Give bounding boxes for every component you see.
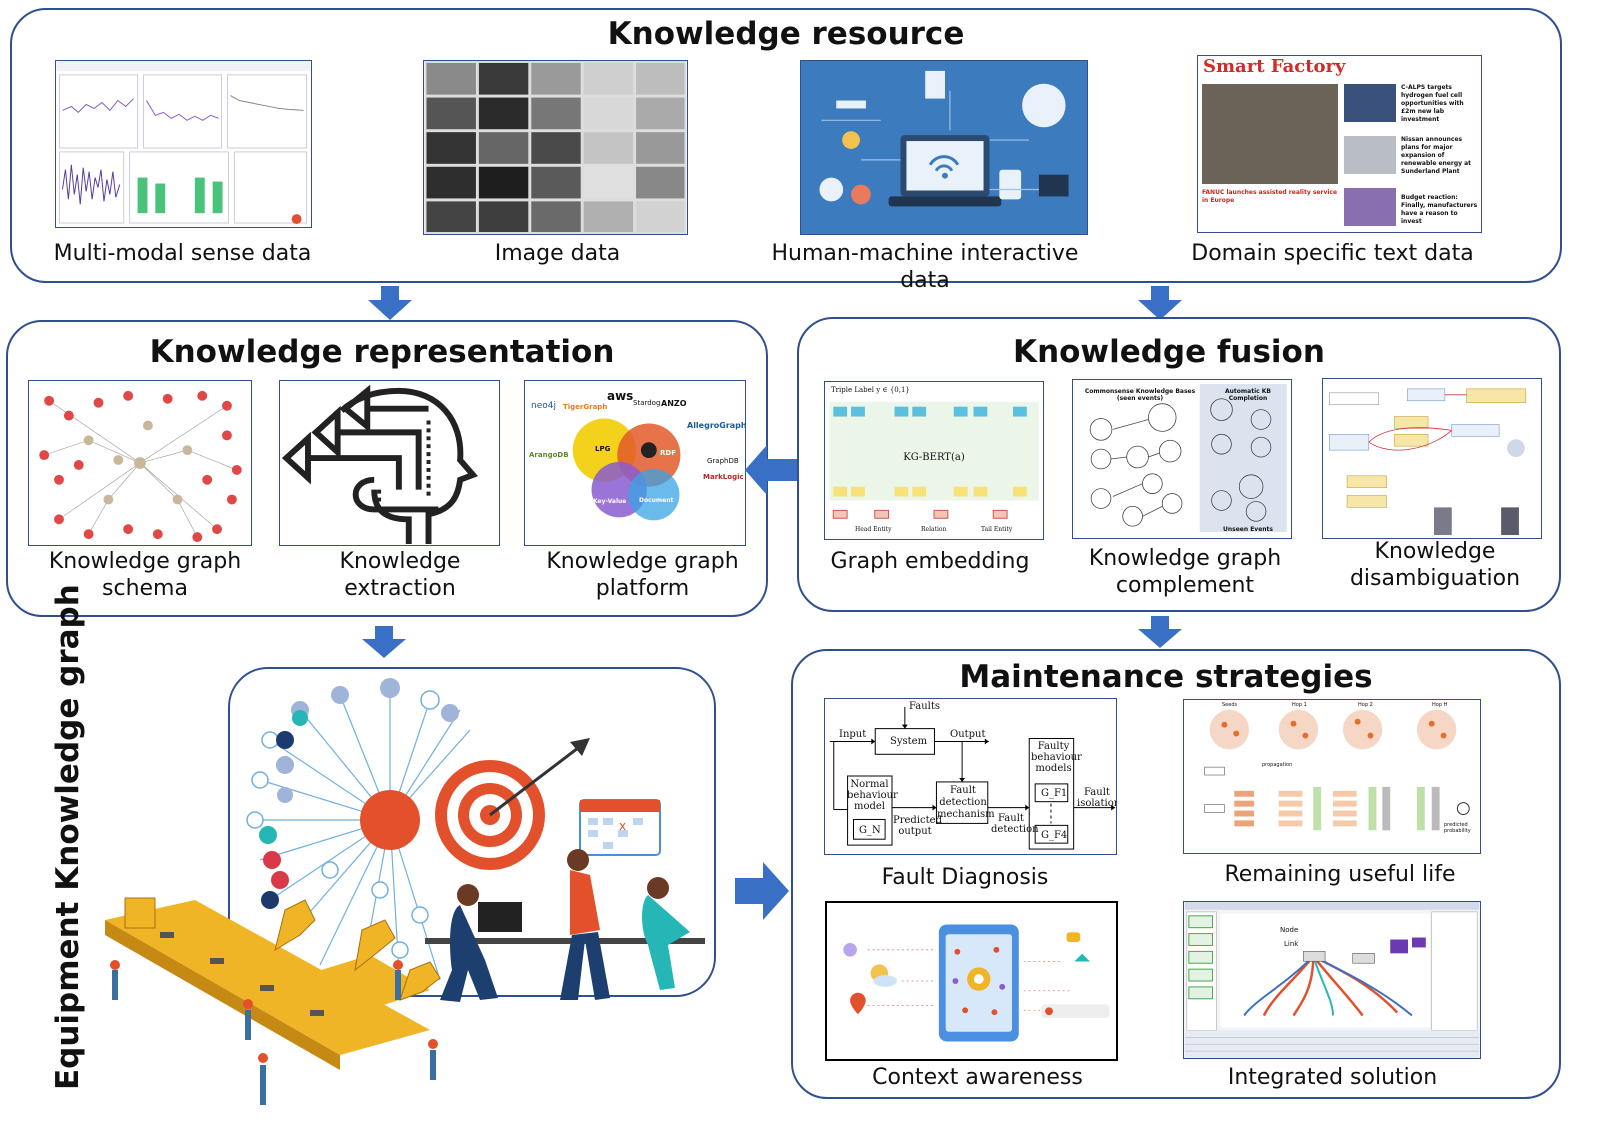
arrow-down-to-maintenance — [1138, 616, 1182, 648]
fd-normal: Normal behaviour model — [847, 779, 898, 812]
fd-detection: Fault detection mechanism — [937, 785, 995, 820]
integrated-solution-caption: Integrated solution — [1227, 1065, 1438, 1090]
platform-allegrograph: AllegroGraph — [687, 421, 746, 430]
complement-bottom-label: Unseen Events — [1222, 526, 1273, 533]
platform-arangodb: ArangoDB — [529, 451, 569, 459]
human-machine-caption: Human-machine interactive data — [771, 241, 1079, 293]
fd-output: Output — [950, 729, 986, 740]
multi-modal-sense-caption: Multi-modal sense data — [53, 241, 312, 266]
rul-caption: Remaining useful life — [1224, 862, 1456, 887]
kg-schema-caption: Knowledge graph schema — [48, 549, 242, 601]
platform-stardog: Stardog — [633, 399, 661, 407]
news-side-photo-2 — [1344, 136, 1396, 174]
fd-isolation: Fault isolation — [1077, 787, 1117, 809]
knowledge-resource-title: Knowledge resource — [607, 16, 965, 52]
smart-factory-brand: Smart Factory — [1203, 56, 1346, 77]
platform-marklogic: MarkLogic — [703, 473, 744, 481]
fd-gf4: G_F4 — [1041, 830, 1068, 841]
platform-tigergraph: TigerGraph — [563, 403, 608, 411]
embedding-top-label: Triple Label y ∈ {0,1} — [831, 386, 910, 394]
news-side-photo-3 — [1344, 188, 1396, 226]
platform-anzo: ANZO — [661, 399, 687, 408]
arrow-down-to-equipment — [362, 626, 406, 658]
news-headline-2: Nissan announces plans for major expansi… — [1401, 136, 1472, 175]
kg-platform-thumbnail: neo4j TigerGraph aws Stardog ANZO Allegr… — [524, 380, 746, 546]
equipment-kg-title: Equipment Knowledge graph — [50, 584, 86, 1090]
venn-key-value: Key-Value — [593, 498, 627, 505]
context-awareness-thumbnail — [825, 901, 1118, 1061]
venn-rdf: RDF — [660, 449, 676, 457]
fd-gn: G_N — [859, 825, 881, 836]
context-awareness-caption: Context awareness — [872, 1065, 1083, 1090]
arrow-down-to-representation — [368, 286, 412, 320]
image-data-caption: Image data — [494, 241, 621, 266]
arrow-right-to-maintenance — [735, 862, 789, 920]
complement-left-label: Commonsense Knowledge Bases (seen events… — [1084, 388, 1196, 402]
human-machine-thumbnail — [800, 60, 1088, 235]
platform-neo4j: neo4j — [531, 401, 556, 411]
knowledge-fusion-title: Knowledge fusion — [1013, 334, 1325, 370]
kg-complement-thumbnail: Commonsense Knowledge Bases (seen events… — [1072, 379, 1292, 539]
fd-fdetect: Fault detection — [991, 813, 1039, 835]
knowledge-disambiguation-caption: Knowledge disambiguation — [1349, 539, 1521, 591]
domain-text-thumbnail: Smart Factory FANUC launches assisted re… — [1197, 55, 1482, 233]
fd-input: Input — [839, 729, 867, 740]
news-side-photo-1 — [1344, 84, 1396, 122]
venn-document: Document — [639, 497, 674, 504]
platform-graphdb: GraphDB — [707, 457, 739, 465]
knowledge-extraction-caption: Knowledge extraction — [339, 549, 461, 601]
integrated-node-label: Node — [1280, 926, 1299, 934]
embedding-tail-label: Tail Entity — [981, 526, 1013, 533]
news-headline-3: Budget reaction: Finally, manufacturers … — [1401, 194, 1478, 225]
rul-thumbnail: Seeds Hop 1 Hop 2 Hop H propagation pred… — [1183, 699, 1481, 854]
fault-diagnosis-thumbnail: Faults Input System Output Normal behavi… — [824, 698, 1117, 855]
kg-schema-thumbnail — [28, 380, 252, 546]
svg-text:x: x — [619, 819, 626, 833]
embedding-head-label: Head Entity — [855, 526, 892, 533]
domain-text-caption: Domain specific text data — [1191, 241, 1474, 266]
multi-modal-sense-thumbnail — [55, 60, 312, 228]
news-main-photo — [1202, 84, 1338, 184]
fd-gf1: G_F1 — [1041, 788, 1068, 799]
embedding-relation-label: Relation — [921, 526, 947, 533]
integrated-link-label: Link — [1284, 940, 1299, 948]
fd-faulty: Faulty behaviour models — [1031, 741, 1082, 774]
fd-system: System — [890, 736, 928, 747]
kg-platform-caption: Knowledge graph platform — [546, 549, 739, 601]
rul-propagation: propagation — [1262, 762, 1293, 768]
venn-lpg: LPG — [595, 445, 611, 453]
integrated-solution-thumbnail: Node Link — [1183, 901, 1481, 1059]
fd-predicted: Predicted output — [893, 815, 942, 837]
rul-hop1: Hop 1 — [1292, 702, 1307, 708]
knowledge-extraction-thumbnail — [279, 380, 500, 546]
news-headline-1: C-ALPS targets hydrogen fuel cell opport… — [1401, 84, 1464, 123]
graph-embedding-caption: Graph embedding — [830, 549, 1030, 574]
kg-complement-caption: Knowledge graph complement — [1088, 546, 1282, 598]
platform-aws: aws — [607, 389, 634, 403]
maintenance-title: Maintenance strategies — [959, 659, 1373, 695]
fault-diagnosis-caption: Fault Diagnosis — [881, 865, 1049, 890]
rul-predicted: predicted probability — [1444, 822, 1471, 834]
knowledge-disambiguation-thumbnail — [1322, 378, 1542, 539]
equipment-kg-illustration: x — [105, 678, 705, 1105]
image-data-thumbnail — [423, 60, 688, 235]
arrow-down-to-fusion — [1138, 286, 1182, 320]
graph-embedding-thumbnail: Triple Label y ∈ {0,1} KG-BERT(a) Head E… — [824, 381, 1044, 540]
rul-hop3: Hop H — [1432, 702, 1448, 708]
rul-hop2: Hop 2 — [1358, 702, 1373, 708]
knowledge-representation-title: Knowledge representation — [149, 334, 615, 370]
embedding-center-label: KG-BERT(a) — [903, 452, 965, 463]
complement-right-label: Automatic KB Completion — [1225, 388, 1271, 402]
news-main-headline: FANUC launches assisted reality service … — [1202, 189, 1338, 204]
rul-seeds: Seeds — [1222, 702, 1238, 708]
fd-faults: Faults — [909, 701, 941, 712]
